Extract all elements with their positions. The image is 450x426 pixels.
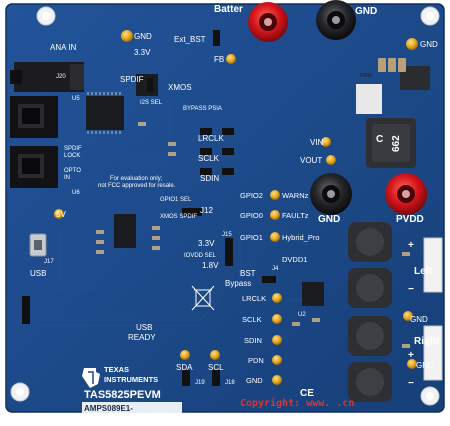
binding-post-battery-red: [248, 2, 288, 42]
board-part-number: AMPS089E1-: [84, 404, 133, 413]
label-usb: USB: [30, 269, 46, 278]
label-gpio1-sel: GPIO1 SEL: [160, 197, 192, 203]
label-1v8: 1.8V: [202, 261, 219, 270]
label-xmos-spdif: XMOS SPDIF: [160, 214, 197, 220]
label-sclk-2: SCLK: [242, 315, 262, 324]
amp-chip-u2: [302, 282, 324, 306]
test-points: [54, 30, 418, 385]
label-opto: OPTO: [64, 168, 81, 174]
label-left: Left: [414, 266, 433, 277]
label-spdif: SPDIF: [120, 75, 144, 84]
label-3v3-b: 3.3V: [198, 239, 215, 248]
label-u6: U6: [72, 190, 80, 196]
jumpers: [147, 30, 276, 386]
label-j12: J12: [200, 206, 213, 215]
label-iovdd-sel: IOVDD SEL: [184, 253, 217, 259]
label-right: Right: [414, 336, 440, 347]
usb-connector: [29, 233, 47, 257]
label-j20: J20: [56, 74, 66, 80]
label-i2s-sel: I2S SEL: [140, 100, 163, 106]
label-spdif-lock: SPDIF: [64, 146, 82, 152]
usb-controller-chip: [86, 92, 124, 134]
mounting-holes: [10, 6, 440, 406]
label-gnd-tl: GND: [134, 32, 152, 41]
label-bypass-psia: BYPASS PSIA: [183, 106, 222, 112]
label-j18: J18: [225, 380, 235, 386]
label-ana-in: ANA IN: [50, 43, 76, 52]
label-eval-note-1: For evaluation only;: [110, 176, 163, 182]
connector-ana-in: [10, 62, 84, 92]
label-bst: BST: [240, 269, 256, 278]
label-plus-right: +: [408, 350, 414, 361]
label-vin: VIN: [310, 138, 324, 147]
label-scl: SCL: [208, 363, 224, 372]
speaker-terminal-left: [423, 237, 443, 293]
label-spdif-lock-2: LOCK: [64, 153, 80, 159]
label-3v3: 3.3V: [134, 48, 151, 57]
binding-post-gnd-black: [316, 0, 356, 40]
label-sdin: SDIN: [200, 174, 219, 183]
connector-spdif: [10, 96, 58, 138]
label-faultz: FAULTz: [282, 211, 309, 220]
ti-logo-icon: [82, 368, 100, 388]
inductor-label-662: 662: [391, 135, 402, 152]
label-hybrid-pro: Hybrid_Pro: [282, 233, 320, 242]
label-minus-right: −: [408, 378, 414, 389]
label-gnd-mid: GND: [318, 214, 340, 225]
label-eval-note-2: not FCC approved for resale.: [98, 183, 176, 189]
connector-opto: [10, 146, 58, 188]
binding-post-gnd-mid-black: [310, 173, 352, 215]
label-minus-left: −: [408, 284, 414, 295]
label-j4: J4: [272, 266, 279, 272]
label-j19: J19: [195, 380, 205, 386]
label-lrclk-2: LRCLK: [242, 294, 266, 303]
inductor-label-c: C: [376, 134, 383, 145]
inductor-main: [366, 118, 416, 168]
label-dvdd1: DVDD1: [282, 255, 307, 264]
binding-post-pvdd-red: [385, 173, 427, 215]
label-j17: J17: [44, 259, 54, 265]
label-opto-in: IN: [64, 175, 70, 181]
label-xmos: XMOS: [168, 83, 192, 92]
speaker-terminal-right: [423, 325, 443, 381]
label-usb-ready: USB: [136, 323, 152, 332]
brand-line-2: INSTRUMENTS: [104, 375, 158, 384]
label-gpio2: GPIO2: [240, 191, 263, 200]
label-j15: J15: [222, 232, 232, 238]
label-pvdd: PVDD: [396, 214, 424, 225]
label-gpio0: GPIO0: [240, 211, 263, 220]
board-name: TAS5825PEVM: [84, 389, 161, 401]
label-gnd-bot: GND: [246, 376, 263, 385]
label-5v: 5V: [56, 210, 66, 219]
label-u5: U5: [72, 96, 80, 102]
shunt-resistor: [356, 84, 382, 114]
label-usb-ready-2: READY: [128, 333, 156, 342]
label-sdin-2: SDIN: [244, 336, 262, 345]
output-inductors: [348, 222, 392, 402]
label-gnd-right: GND: [410, 315, 428, 324]
label-sda: SDA: [176, 363, 193, 372]
label-ce-mark: CE: [300, 388, 314, 399]
label-pdn: PDN: [248, 356, 264, 365]
label-gpio1: GPIO1: [240, 233, 263, 242]
label-lrclk: LRCLK: [198, 134, 224, 143]
weee-bin-icon: [191, 285, 215, 311]
label-fb: FB: [214, 55, 224, 64]
label-plus-left: +: [408, 240, 414, 251]
copyright-watermark: Copyright: www. .cn: [240, 397, 354, 409]
label-bypass: Bypass: [225, 279, 251, 288]
label-ext-bst: Ext_BST: [174, 35, 206, 44]
label-warnz: WARNz: [282, 191, 309, 200]
label-r008: R008: [360, 73, 372, 79]
brand-line-1: TEXAS: [104, 365, 129, 374]
label-gnd-br: GND: [416, 361, 434, 370]
label-vout: VOUT: [300, 156, 322, 165]
label-gnd-tr: GND: [420, 40, 438, 49]
label-u2: U2: [298, 312, 306, 318]
label-battery: Batter: [214, 4, 243, 15]
label-sclk: SCLK: [198, 154, 220, 163]
label-gnd-top: GND: [355, 6, 377, 17]
